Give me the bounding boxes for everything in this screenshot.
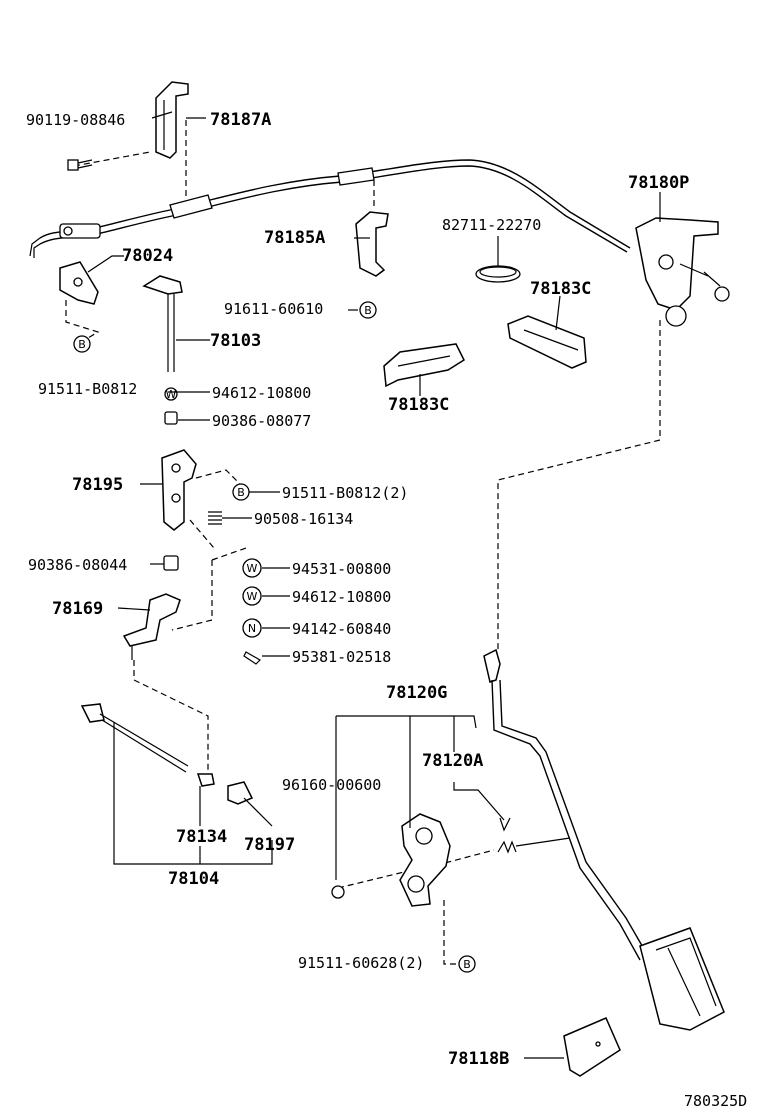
svg-text:B: B (78, 338, 86, 351)
label-78104: 78104 (168, 869, 219, 889)
label-78197: 78197 (244, 835, 295, 855)
washer-94612-a (164, 387, 178, 401)
callout-B-1: B (359, 301, 377, 319)
label-78183C-b: 78183C (388, 395, 449, 415)
svg-text:B: B (364, 304, 372, 317)
label-78185A: 78185A (264, 228, 325, 248)
bolt-90119 (67, 159, 93, 171)
svg-text:B: B (237, 486, 245, 499)
nut-90386-08044 (163, 555, 179, 571)
label-90508-16134: 90508-16134 (254, 510, 353, 528)
label-78169: 78169 (52, 599, 103, 619)
clip-96160 (331, 885, 345, 899)
callout-B-3: B (232, 483, 250, 501)
pedal-pad-78118B (563, 1017, 621, 1077)
cover-78183C-a (507, 315, 587, 369)
pin-95381 (243, 651, 261, 665)
svg-text:W: W (166, 388, 177, 401)
svg-text:W: W (247, 590, 258, 603)
label-94612-10800-b: 94612-10800 (292, 588, 391, 606)
label-91611-60610: 91611-60610 (224, 300, 323, 318)
cover-78183C-b (383, 343, 465, 388)
callout-W-1: W (247, 562, 258, 575)
callout-W-2: W (247, 590, 258, 603)
rod-78103 (142, 275, 183, 372)
pedal-arm (483, 648, 725, 1031)
nut-90386-08077 (164, 411, 178, 425)
label-94142-60840: 94142-60840 (292, 620, 391, 638)
leader-lines (87, 111, 661, 1059)
bracket-78180P (635, 217, 730, 327)
callout-W-3: W (166, 388, 177, 401)
washer-94531 (242, 558, 262, 578)
label-78024: 78024 (122, 246, 173, 266)
label-95381-02518: 95381-02518 (292, 648, 391, 666)
part-labels: 90119-08846 78187A 78024 78185A 82711-22… (26, 110, 747, 1110)
label-78183C-a: 78183C (530, 279, 591, 299)
label-78118B: 78118B (448, 1049, 509, 1069)
svg-text:B: B (463, 958, 471, 971)
label-90386-08077: 90386-08077 (212, 412, 311, 430)
label-78134: 78134 (176, 827, 227, 847)
spring-90508 (208, 511, 222, 525)
washer-94612-b (242, 586, 262, 606)
label-78187A: 78187A (210, 110, 271, 130)
clip-78134 (196, 773, 215, 787)
label-90119-08846: 90119-08846 (26, 111, 125, 129)
label-82711-22270: 82711-22270 (442, 216, 541, 234)
label-78103: 78103 (210, 331, 261, 351)
label-78120A: 78120A (422, 751, 483, 771)
spring-78120A (497, 817, 571, 854)
label-78195: 78195 (72, 475, 123, 495)
label-94612-10800-a: 94612-10800 (212, 384, 311, 402)
accelerator-cable (29, 159, 631, 258)
svg-text:W: W (247, 562, 258, 575)
band-82711-22270 (475, 265, 521, 283)
label-96160-00600: 96160-00600 (282, 776, 381, 794)
label-91511-B0812-2: 91511-B0812(2) (282, 484, 408, 502)
nut-94142 (242, 618, 262, 638)
label-78120G: 78120G (386, 683, 447, 703)
label-94531-00800: 94531-00800 (292, 560, 391, 578)
clamp-78024 (59, 261, 99, 305)
label-90386-08044: 90386-08044 (28, 556, 127, 574)
clip-78185A (355, 211, 389, 277)
lever-78169 (122, 593, 181, 660)
rod-78104 (80, 703, 189, 773)
cap-78197 (227, 781, 254, 805)
callout-B-4: B (458, 955, 476, 973)
pedal-bracket-78120G (399, 813, 451, 907)
label-91511-60628-2: 91511-60628(2) (298, 954, 424, 972)
svg-text:N: N (248, 622, 256, 635)
diagram-code: 780325D (684, 1092, 747, 1110)
callout-B-2: B (73, 335, 91, 353)
bracket-78195 (161, 449, 197, 531)
callout-N-1: N (248, 622, 256, 635)
bracket-78187A (155, 81, 189, 159)
label-91511-B0812: 91511-B0812 (38, 380, 137, 398)
label-78180P: 78180P (628, 173, 689, 193)
